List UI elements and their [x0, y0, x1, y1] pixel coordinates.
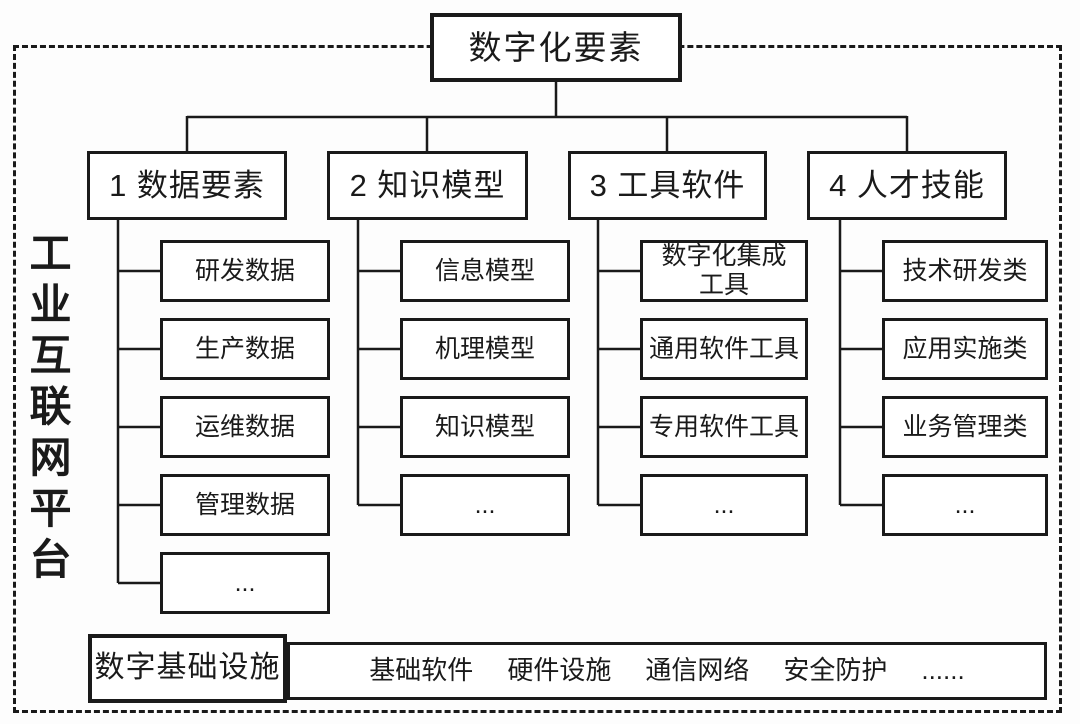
leaf-node: 应用实施类: [882, 318, 1048, 380]
root-node: 数字化要素: [430, 13, 682, 82]
leaf-node: 生产数据: [160, 318, 330, 380]
infrastructure-item: 硬件设施: [507, 655, 612, 686]
leaf-node: 机理模型: [400, 318, 570, 380]
branch-node-talent-skills: 4 人才技能: [807, 151, 1007, 220]
leaf-node: 专用软件工具: [640, 396, 808, 458]
branch-node-knowledge-models: 2 知识模型: [327, 151, 528, 220]
infrastructure-item-ellipsis: ......: [921, 655, 965, 686]
leaf-node: ...: [882, 474, 1048, 536]
leaf-node: ...: [160, 552, 330, 614]
leaf-node: 知识模型: [400, 396, 570, 458]
leaf-node: 管理数据: [160, 474, 330, 536]
leaf-node: 技术研发类: [882, 240, 1048, 302]
leaf-node: 通用软件工具: [640, 318, 808, 380]
leaf-node: 数字化集成 工具: [640, 240, 808, 302]
branch-node-data-elements: 1 数据要素: [87, 151, 287, 220]
leaf-node: 信息模型: [400, 240, 570, 302]
infrastructure-item: 通信网络: [645, 655, 750, 686]
infrastructure-bar: 基础软件 硬件设施 通信网络 安全防护 ......: [287, 642, 1047, 700]
leaf-node: ...: [640, 474, 808, 536]
infrastructure-label: 数字基础设施: [88, 634, 287, 703]
leaf-node: 业务管理类: [882, 396, 1048, 458]
leaf-node: 研发数据: [160, 240, 330, 302]
leaf-node: ...: [400, 474, 570, 536]
branch-node-tool-software: 3 工具软件: [568, 151, 767, 220]
infrastructure-item: 安全防护: [783, 655, 888, 686]
platform-vertical-label: 工业互联网平台: [24, 230, 71, 588]
infrastructure-item: 基础软件: [369, 655, 474, 686]
leaf-node: 运维数据: [160, 396, 330, 458]
